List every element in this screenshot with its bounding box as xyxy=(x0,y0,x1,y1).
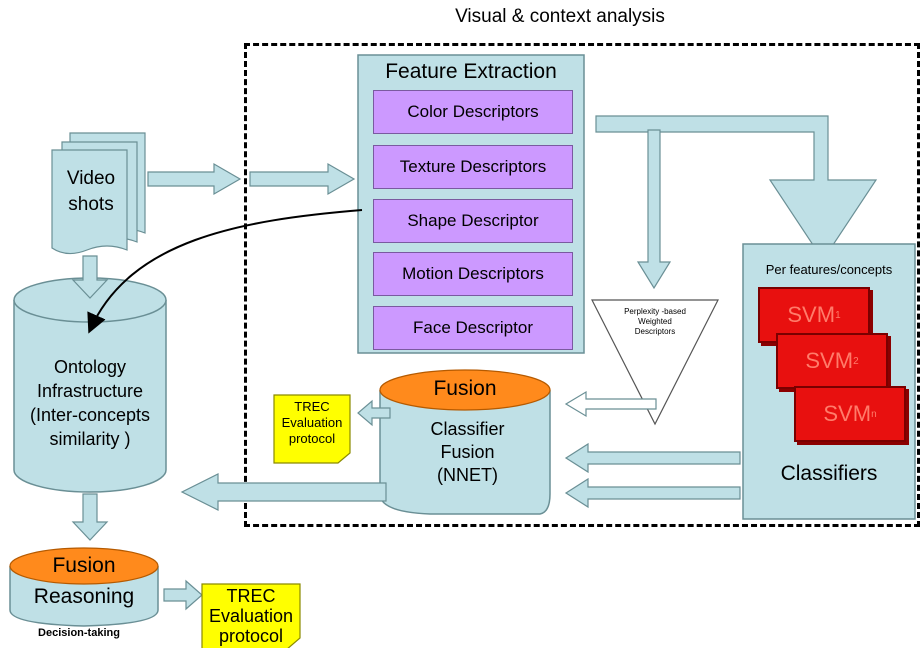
svm-1-sub: 1 xyxy=(835,309,841,321)
trec-big-label: TREC Evaluation protocol xyxy=(202,586,300,646)
analysis-region xyxy=(244,43,920,527)
video-shots-label: Video shots xyxy=(55,166,127,218)
video-to-extraction-arrows xyxy=(147,162,356,196)
descriptor-shape: Shape Descriptor xyxy=(373,199,573,243)
descriptor-face: Face Descriptor xyxy=(373,306,573,350)
weighted-line2: Weighted xyxy=(638,317,672,326)
svm-2-label: SVM xyxy=(805,348,854,373)
trec-small-line2: Evaluation xyxy=(281,415,343,430)
classifier-fusion-line3: (NNET) xyxy=(437,465,498,485)
shape-to-ontology-curve xyxy=(87,209,363,334)
svm-n-sub: n xyxy=(871,408,877,420)
trec-big-line2: Evaluation xyxy=(208,606,294,626)
classifier-fusion-line2: Fusion xyxy=(440,442,495,462)
decision-taking-caption: Decision-taking xyxy=(38,627,120,639)
reasoning-fusion-label: Fusion xyxy=(52,554,116,577)
weighted-to-fusion-arrow xyxy=(564,390,657,418)
ontology-line3: (Inter-concepts xyxy=(29,405,151,425)
classifiers-header: Per features/concepts xyxy=(765,262,893,277)
classifier-fusion-cylinder xyxy=(379,369,551,515)
reasoning-cylinder xyxy=(9,547,159,627)
svm-1-label: SVM xyxy=(787,302,836,327)
into-fusion-arrows xyxy=(564,442,741,509)
classifier-fusion-line1: Classifier xyxy=(430,419,505,439)
classifier-fusion-label: Classifier Fusion (NNET) xyxy=(385,418,550,487)
descriptor-color: Color Descriptors xyxy=(373,90,573,134)
video-line1: Video xyxy=(66,168,116,189)
trec-small-line1: TREC xyxy=(294,399,330,414)
descriptor-motion: Motion Descriptors xyxy=(373,252,573,296)
svm-n-label: SVM xyxy=(823,401,872,426)
fusion-to-trec-arrow xyxy=(357,399,391,427)
ontology-line4: similarity ) xyxy=(49,429,131,449)
video-shots-shape xyxy=(51,132,146,255)
fusion-to-ontology-arrow xyxy=(180,473,387,511)
ontology-line1: Ontology xyxy=(53,357,127,377)
descriptor-texture: Texture Descriptors xyxy=(373,145,573,189)
ontology-to-reasoning-arrow xyxy=(71,493,109,541)
extraction-to-classifiers-arrow xyxy=(595,115,878,262)
weighted-line3: Descriptors xyxy=(634,327,676,336)
trec-small-line3: protocol xyxy=(288,431,336,446)
trec-big-line1: TREC xyxy=(226,586,276,606)
reasoning-to-trec-arrow xyxy=(163,579,203,611)
video-to-ontology-arrow xyxy=(71,255,109,299)
video-line2: shots xyxy=(68,194,114,215)
weighted-descriptors-label: Perplexity -based Weighted Descriptors xyxy=(606,307,704,337)
svm-2-sub: 2 xyxy=(853,355,859,367)
trec-big-line3: protocol xyxy=(218,626,284,646)
ontology-cylinder xyxy=(13,277,167,493)
ontology-line2: Infrastructure xyxy=(36,381,144,401)
weighted-descriptors-triangle xyxy=(591,299,719,426)
feature-extraction-title: Feature Extraction xyxy=(385,60,557,83)
weighted-line1: Perplexity -based xyxy=(624,307,686,316)
trec-small-label: TREC Evaluation protocol xyxy=(274,399,350,447)
trec-big-note xyxy=(201,583,301,648)
trec-small-note xyxy=(273,394,351,464)
extraction-to-weighted-arrow xyxy=(636,129,672,290)
reasoning-label: Reasoning xyxy=(33,585,135,608)
ontology-label: Ontology Infrastructure (Inter-concepts … xyxy=(14,355,166,451)
classifier-fusion-top-label: Fusion xyxy=(433,377,497,400)
diagram-title: Visual & context analysis xyxy=(455,6,665,27)
classifiers-label: Classifiers xyxy=(780,462,878,485)
